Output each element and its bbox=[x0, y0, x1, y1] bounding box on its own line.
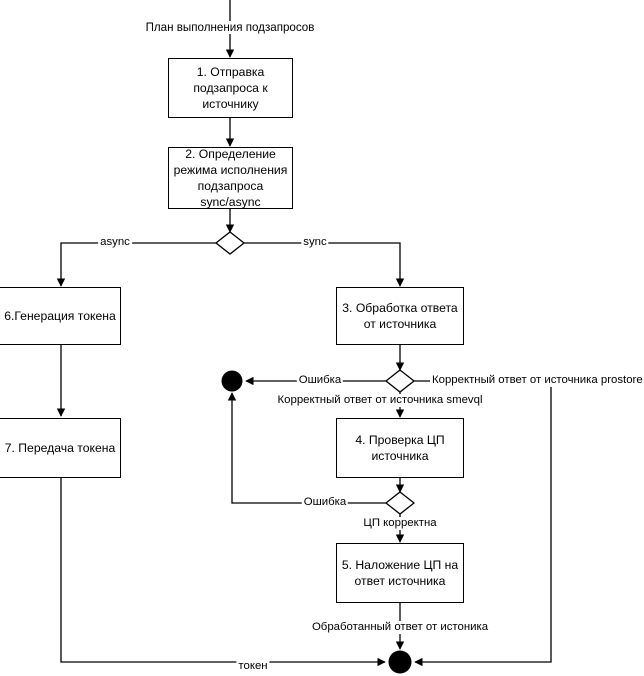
edge-label-error-response: Ошибка bbox=[296, 374, 344, 387]
edge-label-processed-answer: Обработанный ответ от истоника bbox=[309, 621, 491, 634]
node-3-process-response: 3. Обработка ответа от источника bbox=[336, 287, 464, 345]
edge-label-cp-correct: ЦП корректна bbox=[361, 517, 439, 530]
decision-response-correctness bbox=[384, 369, 416, 393]
edge-label-error-cp: Ошибка bbox=[301, 496, 349, 509]
end-node-error bbox=[221, 370, 243, 392]
edge-label-sync: sync bbox=[301, 236, 329, 249]
node-6-generate-token: 6.Генерация токена bbox=[0, 287, 121, 345]
node-5-apply-cp: 5. Наложение ЦП на ответ источника bbox=[336, 543, 464, 603]
node-7-transmit-token: 7. Передача токена bbox=[0, 418, 121, 478]
edge-d1-async-to-n6 bbox=[56, 242, 216, 287]
end-node-final bbox=[388, 650, 412, 674]
edge-n7-to-e2 bbox=[60, 478, 386, 667]
diagram-title: План выполнения подзапросов bbox=[142, 21, 318, 34]
decision-cp-validity bbox=[384, 491, 416, 515]
edge-label-correct-smevql: Корректный ответ от источника smevql bbox=[275, 394, 485, 407]
edge-label-correct-prostore: Корректный ответ от источника prostore bbox=[430, 374, 644, 387]
decision-sync-async bbox=[214, 231, 246, 255]
edge-label-token: токен bbox=[236, 660, 270, 673]
node-4-check-cp: 4. Проверка ЦП источника bbox=[336, 418, 464, 478]
node-1-send-subquery: 1. Отправка подзапроса к источнику bbox=[168, 58, 293, 118]
node-2-determine-mode: 2. Определение режима исполнения подзапр… bbox=[168, 147, 293, 209]
edge-d1-sync-to-n3 bbox=[244, 242, 405, 287]
edge-label-async: async bbox=[98, 236, 132, 249]
